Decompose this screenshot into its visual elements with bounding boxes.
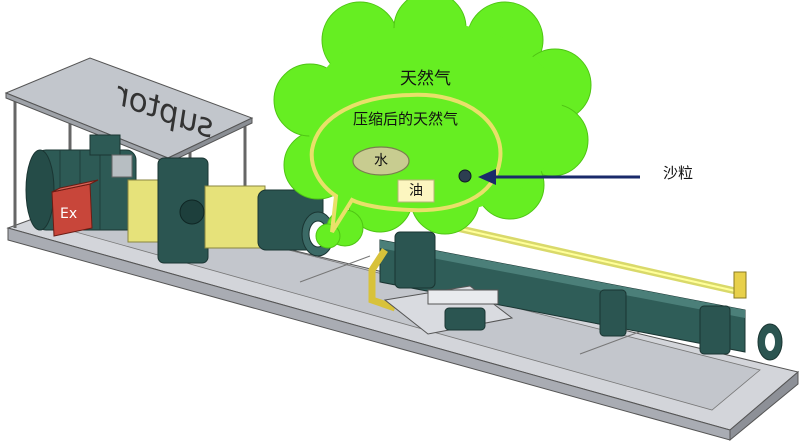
oil-label: 油 bbox=[409, 183, 423, 199]
natural-gas-label: 天然气 bbox=[400, 69, 451, 89]
ex-label: Ex bbox=[60, 206, 77, 222]
pump-barrel bbox=[379, 231, 783, 361]
sand-label: 沙粒 bbox=[663, 164, 694, 182]
ex-box: Ex bbox=[51, 179, 99, 237]
water-label: 水 bbox=[374, 153, 388, 169]
sand-arrow bbox=[478, 169, 640, 185]
yellow-pipe bbox=[368, 218, 747, 312]
lube-oil-unit bbox=[383, 285, 514, 335]
water-ellipse bbox=[352, 146, 410, 176]
compressed-gas-label: 压缩后的天然气 bbox=[353, 110, 459, 128]
sand-particle bbox=[458, 169, 472, 183]
oil-box bbox=[397, 179, 435, 203]
